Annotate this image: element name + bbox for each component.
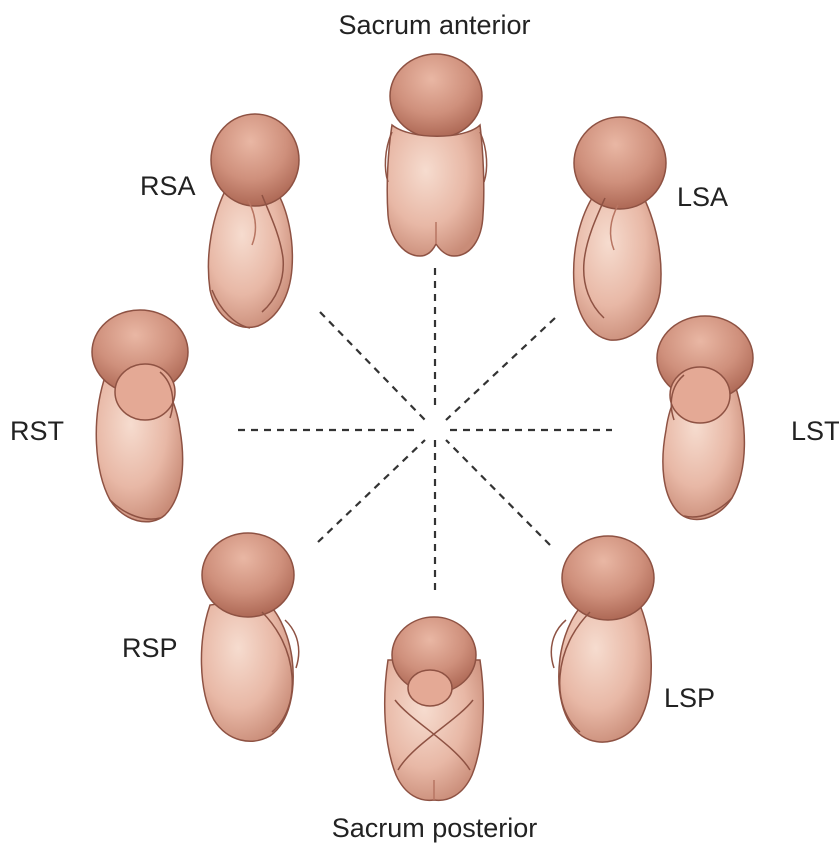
- position-axis-lines: [238, 268, 612, 590]
- label-lsp: LSP: [664, 685, 715, 712]
- fetus-sacrum-anterior: [385, 54, 486, 256]
- axis-line-rsa: [320, 312, 425, 420]
- label-lsa: LSA: [677, 184, 728, 211]
- label-sacrum-posterior: Sacrum posterior: [0, 815, 839, 842]
- fetus-sacrum-posterior: [385, 617, 484, 800]
- fetus-lst: [657, 316, 753, 520]
- fetus-rst: [92, 310, 188, 522]
- fetus-lsa: [574, 117, 666, 340]
- label-rsa: RSA: [140, 173, 196, 200]
- axis-line-rsp: [318, 440, 425, 542]
- label-lst: LST: [791, 418, 839, 445]
- label-rst: RST: [10, 418, 64, 445]
- fetus-rsa: [208, 114, 299, 328]
- fetus-lsp: [551, 536, 654, 742]
- axis-line-lsa: [446, 318, 555, 420]
- axis-line-lsp: [446, 440, 550, 545]
- label-sacrum-anterior: Sacrum anterior: [0, 12, 839, 39]
- label-rsp: RSP: [122, 635, 178, 662]
- fetus-rsp: [201, 533, 298, 741]
